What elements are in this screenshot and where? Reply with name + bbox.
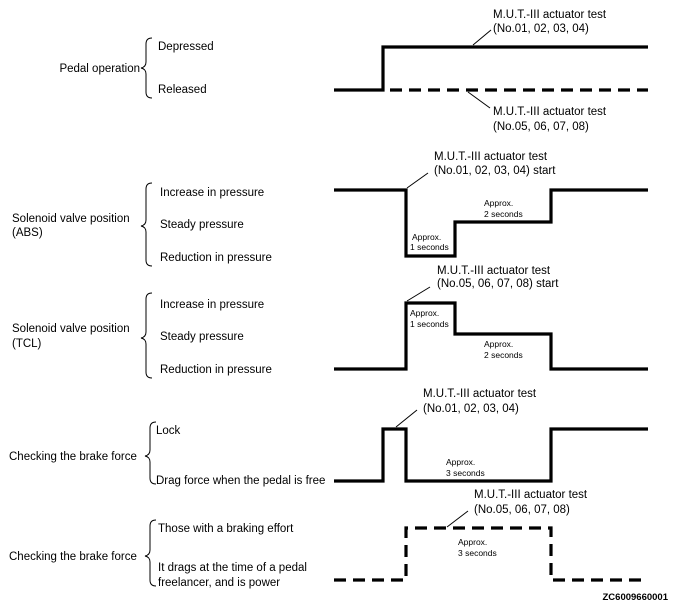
brake1-callout-leader — [395, 409, 418, 428]
tcl-dur2-line2: 2 seconds — [484, 350, 523, 360]
pedal-callout-top-line1: M.U.T.-III actuator test — [493, 9, 607, 21]
abs-title-line1: Solenoid valve position — [12, 213, 130, 225]
tcl-callout-line2: (No.05, 06, 07, 08) start — [437, 278, 559, 290]
brake2-callout-leader — [446, 510, 469, 528]
tcl-dur2-line1: Approx. — [484, 339, 513, 349]
abs-callout-line1: M.U.T.-III actuator test — [434, 151, 548, 163]
brake2-title: Checking the brake force — [9, 551, 137, 563]
brake2-state-drag-line2: freelancer, and is power — [158, 577, 280, 589]
brake2-signal — [334, 526, 648, 582]
brake1-brace — [144, 421, 157, 485]
brake1-title: Checking the brake force — [9, 451, 137, 463]
tcl-title-line1: Solenoid valve position — [12, 323, 130, 335]
brake2-callout-line2: (No.05, 06, 07, 08) — [474, 504, 570, 516]
pedal-brace — [140, 37, 153, 99]
pedal-state-released: Released — [158, 84, 207, 96]
pedal-callout-bottom-line2: (No.05, 06, 07, 08) — [493, 121, 589, 133]
tcl-title-line2: (TCL) — [12, 338, 42, 350]
pedal-callout-top-leader — [472, 29, 492, 46]
pedal-title: Pedal operation — [59, 63, 140, 75]
brake2-callout-line1: M.U.T.-III actuator test — [474, 489, 588, 501]
tcl-callout-leader — [406, 286, 431, 302]
abs-dur2-line2: 2 seconds — [484, 209, 523, 219]
brake2-brace — [144, 519, 157, 587]
abs-title-line2: (ABS) — [12, 227, 43, 239]
pedal-callout-top-line2: (No.01, 02, 03, 04) — [493, 23, 589, 35]
tcl-dur1-line2: 1 seconds — [410, 319, 449, 329]
tcl-brace — [140, 292, 153, 379]
brake1-callout-line2: (No.01, 02, 03, 04) — [423, 403, 519, 415]
abs-state-reduction: Reduction in pressure — [160, 252, 272, 264]
brake1-signal — [334, 427, 648, 483]
pedal-callout-bottom-leader — [467, 91, 491, 109]
brake2-state-drag-line1: It drags at the time of a pedal — [158, 562, 307, 574]
abs-signal — [334, 188, 648, 258]
tcl-callout-line1: M.U.T.-III actuator test — [437, 265, 551, 277]
pedal-signal-solid — [334, 45, 648, 92]
abs-brace — [140, 182, 153, 267]
tcl-signal — [334, 301, 648, 371]
brake2-dur-line1: Approx. — [458, 537, 487, 547]
brake1-callout-line1: M.U.T.-III actuator test — [423, 388, 537, 400]
brake1-state-lock: Lock — [156, 425, 181, 437]
brake2-state-effort: Those with a braking effort — [158, 523, 294, 535]
pedal-callout-bottom-line1: M.U.T.-III actuator test — [493, 106, 607, 118]
brake1-dur-line2: 3 seconds — [446, 468, 485, 478]
tcl-state-reduction: Reduction in pressure — [160, 364, 272, 376]
abs-callout-line2: (No.01, 02, 03, 04) start — [434, 165, 556, 177]
pedal-state-depressed: Depressed — [158, 41, 214, 53]
brake-force-1-section: Checking the brake force Lock Drag force… — [9, 388, 648, 487]
brake1-state-drag: Drag force when the pedal is free — [156, 475, 325, 487]
brake-force-2-section: Checking the brake force Those with a br… — [9, 489, 648, 589]
abs-dur1-line2: 1 seconds — [410, 242, 449, 252]
pedal-operation-section: Pedal operation Depressed Released M.U.T… — [59, 9, 648, 133]
tcl-dur1-line1: Approx. — [410, 308, 439, 318]
abs-section: Solenoid valve position (ABS) Increase i… — [12, 151, 648, 267]
brake1-dur-line1: Approx. — [446, 457, 475, 467]
abs-dur1-line1: Approx. — [412, 232, 441, 242]
figure-code: ZC6009660001 — [603, 592, 669, 603]
tcl-state-increase: Increase in pressure — [160, 299, 264, 311]
abs-dur2-line1: Approx. — [484, 198, 513, 208]
tcl-section: Solenoid valve position (TCL) Increase i… — [12, 265, 648, 379]
abs-state-increase: Increase in pressure — [160, 187, 264, 199]
abs-callout-leader — [406, 172, 429, 189]
abs-state-steady: Steady pressure — [160, 219, 244, 231]
tcl-state-steady: Steady pressure — [160, 331, 244, 343]
brake2-dur-line2: 3 seconds — [458, 548, 497, 558]
